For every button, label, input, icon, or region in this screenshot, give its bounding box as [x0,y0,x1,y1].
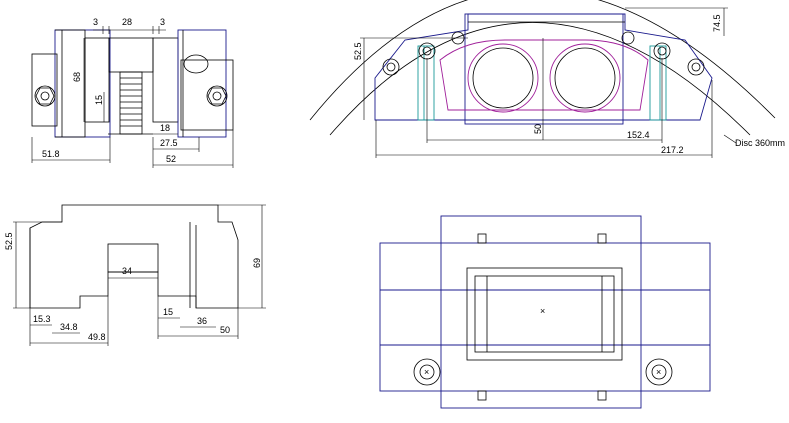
piston-right-inner [554,47,616,109]
piston-left [467,43,539,113]
right-cylinder [152,37,179,123]
left-body-inner [55,29,86,138]
profile-view: 52.5 34 69 15.3 34.8 49.8 15 36 50 [4,204,266,346]
profile-view-dims: 52.5 34 69 15.3 34.8 49.8 15 36 50 [4,204,266,346]
dim-27-5: 27.5 [160,138,178,148]
piston-right [549,43,621,113]
caliper-center [464,13,624,125]
svg-text:×: × [424,367,429,377]
disc-inner-arc [329,22,751,136]
disc-label: Disc 360mm [735,138,785,148]
top-view: × × × [379,215,711,409]
center-mark: × [540,306,545,316]
dim-3-right: 3 [160,17,165,27]
bridge-top [108,37,154,73]
profile-dim-34: 34 [122,266,132,276]
profile-dim-69: 69 [252,258,262,268]
pad-outline [439,39,649,111]
pad-window-outer [466,267,623,361]
dim-52: 52 [166,154,176,164]
top-outer-frame [440,215,642,409]
svg-text:×: × [656,367,661,377]
top-body [379,242,711,392]
profile-dim-34-8: 34.8 [60,322,78,332]
profile-dim-50: 50 [220,325,230,335]
dim-18: 18 [160,123,170,133]
front-dim-50: 50 [533,124,543,134]
side-view-dims: 3 28 3 68 15 51.8 18 27.5 52 [31,17,234,168]
dim-28: 28 [122,17,132,27]
front-dim-217-2: 217.2 [661,145,684,155]
caliper-outline [374,13,713,121]
disc-teeth [119,71,143,135]
dim-15: 15 [94,95,104,105]
disc-outer-arc [309,0,776,121]
profile-dim-36: 36 [197,316,207,326]
left-cylinder [84,37,110,123]
side-view: 3 28 3 68 15 51.8 18 27.5 52 [31,17,234,168]
right-bleed [183,54,209,74]
front-view: 52.5 74.5 50 152.4 217.2 Disc 360mm [309,0,785,158]
pad-holders [417,45,667,121]
piston-left-inner [472,47,534,109]
left-flange [31,53,58,127]
profile-outline [29,204,239,309]
top-bolt-left: × [413,358,441,386]
dim-3-left: 3 [93,17,98,27]
right-bolt [206,85,228,107]
dim-68: 68 [72,72,82,82]
profile-dim-49-8: 49.8 [88,332,106,342]
front-dim-74-5: 74.5 [712,14,722,32]
right-body [177,29,227,138]
front-view-dims: 52.5 74.5 50 152.4 217.2 Disc 360mm [353,7,785,158]
dim-51-8: 51.8 [42,149,60,159]
front-dim-152-4: 152.4 [627,130,650,140]
profile-dim-15: 15 [163,307,173,317]
profile-slot [107,243,159,273]
profile-dim-52-5: 52.5 [4,232,14,250]
profile-dim-15-3: 15.3 [33,314,51,324]
left-body [54,29,111,138]
left-bolt [34,85,56,107]
top-bolt-right: × [645,358,673,386]
pad-window-inner [474,275,615,353]
front-bolt-holes [382,31,705,76]
front-dim-52-5: 52.5 [353,42,363,60]
